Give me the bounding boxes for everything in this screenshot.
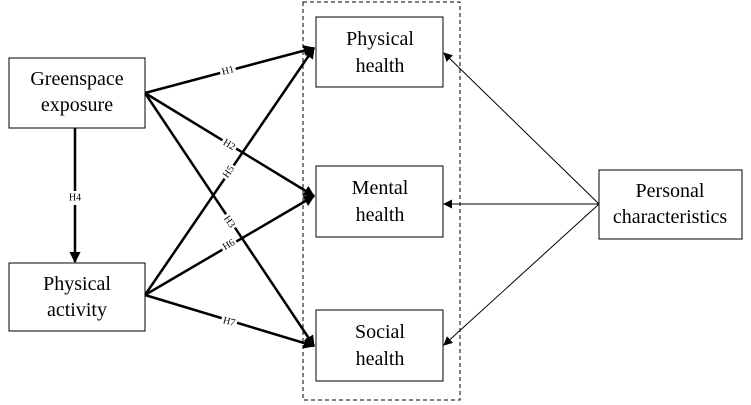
node-physical-health-line2: health [356, 55, 405, 77]
arrow-personal-physical [443, 52, 600, 205]
node-personal-line2: characteristics [613, 206, 728, 228]
node-mental-health: Mental health [315, 165, 444, 238]
node-mental-health-line1: Mental [352, 177, 409, 199]
node-mental-health-line2: health [356, 204, 405, 226]
node-social-health: Social health [315, 309, 444, 382]
node-physical-health: Physical health [315, 16, 444, 88]
node-social-health-line1: Social [355, 321, 405, 343]
label-h2: H2 [221, 137, 237, 153]
node-physical-activity: Physical activity [8, 262, 146, 332]
arrow-personal-social [443, 203, 600, 346]
node-personal-characteristics: Personal characteristics [598, 169, 743, 240]
label-h7: H7 [222, 315, 237, 329]
node-social-health-line2: health [356, 348, 405, 370]
node-activity-line2: activity [47, 299, 107, 321]
label-h6: H6 [221, 237, 237, 253]
control-arrows [443, 52, 600, 346]
node-greenspace-exposure: Greenspace exposure [8, 57, 146, 129]
node-physical-health-line1: Physical [346, 28, 414, 50]
node-greenspace-line1: Greenspace [30, 68, 123, 90]
node-personal-line1: Personal [636, 180, 705, 202]
hypothesis-labels: H1 H2 H3 H4 H5 H6 H7 [66, 63, 239, 330]
label-h1: H1 [221, 64, 236, 78]
label-h4: H4 [69, 193, 81, 204]
node-activity-line1: Physical [43, 273, 111, 295]
node-greenspace-line2: exposure [41, 94, 113, 116]
